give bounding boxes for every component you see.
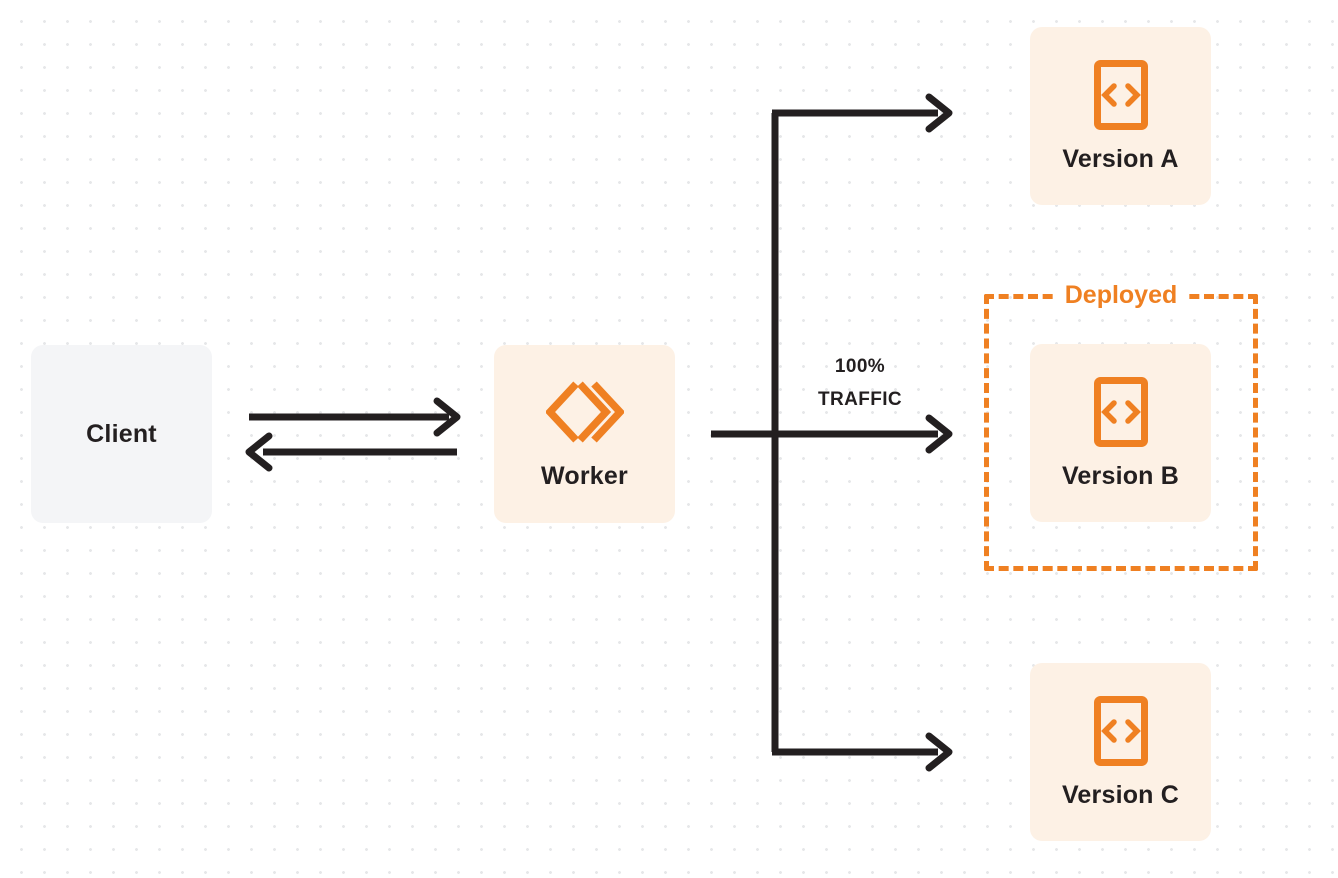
client-label: Client <box>86 419 157 448</box>
arrow-to-version-c <box>772 732 953 772</box>
code-document-icon <box>1093 695 1149 767</box>
worker-node[interactable]: Worker <box>494 345 675 523</box>
deployed-group-boundary: Deployed <box>984 281 1258 571</box>
cloudflare-workers-logo-icon <box>545 378 624 446</box>
code-document-icon <box>1093 376 1149 448</box>
traffic-percent: 100% <box>834 356 886 377</box>
version-c-node[interactable]: Version C <box>1030 663 1211 841</box>
arrow-worker-to-versions-trunk <box>711 113 938 752</box>
deployed-badge-label: Deployed <box>1054 281 1188 309</box>
code-document-icon <box>1093 59 1149 131</box>
traffic-caption: TRAFFIC <box>817 389 903 410</box>
traffic-annotation: 100% TRAFFIC <box>790 350 930 416</box>
arrow-to-version-a <box>772 93 953 133</box>
version-a-label: Version A <box>1062 144 1179 173</box>
version-b-node[interactable]: Version B <box>1030 344 1211 522</box>
worker-label: Worker <box>541 461 628 490</box>
version-c-label: Version C <box>1061 780 1180 809</box>
version-a-node[interactable]: Version A <box>1030 27 1211 205</box>
arrow-to-version-b <box>925 414 953 454</box>
version-b-label: Version B <box>1061 461 1180 490</box>
client-node[interactable]: Client <box>31 345 212 523</box>
arrow-client-to-worker <box>249 397 461 437</box>
arrow-worker-to-client <box>245 432 457 472</box>
